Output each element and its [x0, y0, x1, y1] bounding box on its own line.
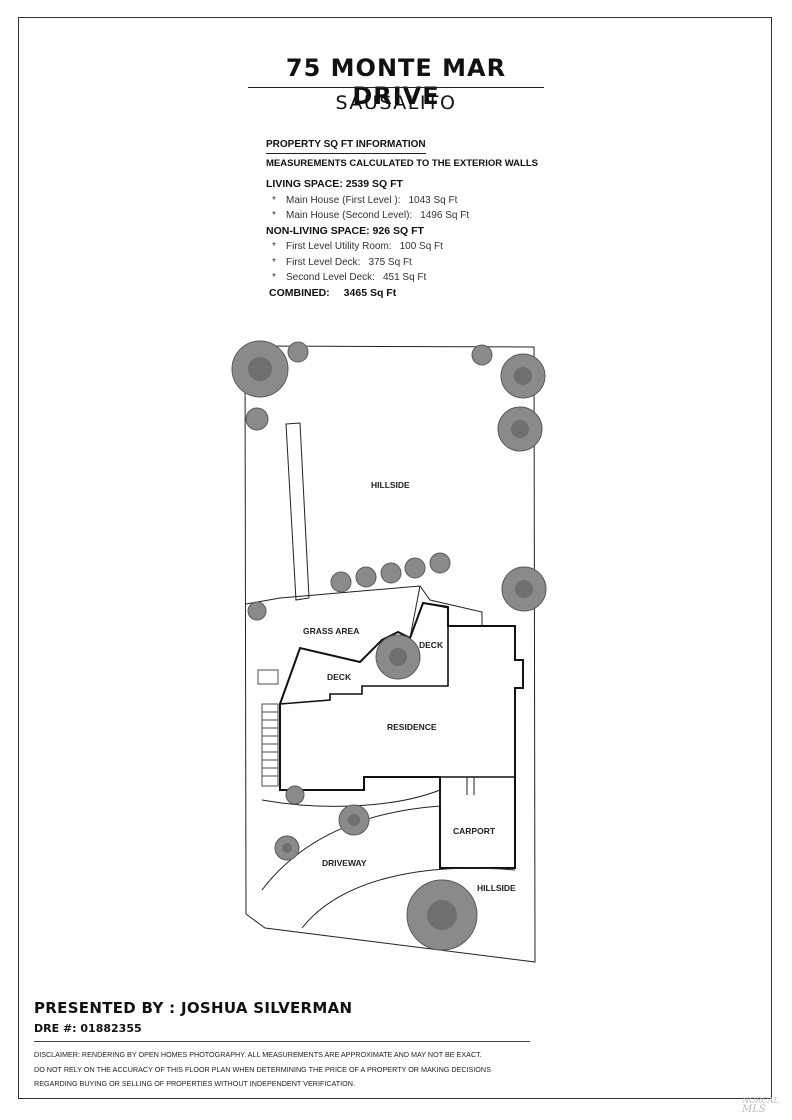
tree-icon [355, 566, 377, 588]
disclaimer-line: DISCLAIMER: RENDERING BY OPEN HOMES PHOT… [34, 1050, 482, 1059]
disclaimer-divider [34, 1041, 530, 1042]
tree-icon [380, 562, 402, 584]
driveway-label: DRIVEWAY [322, 858, 367, 868]
tree-icon [330, 571, 352, 593]
sqft-info-heading: PROPERTY SQ FT INFORMATION [266, 137, 426, 154]
residence-label: RESIDENCE [387, 722, 437, 732]
non-living-item: * Second Level Deck: 451 Sq Ft [266, 270, 538, 286]
hillside-top-label: HILLSIDE [371, 480, 410, 490]
bullet: * [272, 210, 276, 221]
combined-value: 3465 Sq Ft [343, 286, 397, 299]
bullet: * [272, 241, 276, 252]
measurement-note: MEASUREMENTS CALCULATED TO THE EXTERIOR … [266, 157, 538, 169]
disclaimer-line: REGARDING BUYING OR SELLING OF PROPERTIE… [34, 1079, 355, 1088]
city-subtitle: SAUSALITO [335, 92, 457, 114]
bullet: * [272, 256, 276, 268]
non-living-item: * First Level Deck: 375 Sq Ft [266, 255, 538, 271]
driveway-edge-lower [301, 867, 516, 929]
driveway-edge-upper [261, 789, 441, 891]
living-space-title: LIVING SPACE: 2539 SQ FT [266, 178, 403, 190]
deck-lower-label: DECK [327, 672, 352, 682]
norcal-mls-logo: NORCAL MLS [742, 1096, 779, 1115]
tree-icon [404, 557, 426, 579]
non-living-item-value: 451 Sq Ft [382, 272, 427, 283]
tree-icon [471, 344, 493, 366]
property-address-title: 75 MONTE MAR DRIVE [285, 54, 507, 110]
non-living-item-value: 100 Sq Ft [399, 241, 443, 252]
grass-area-boundary [245, 585, 483, 626]
disclaimer: DISCLAIMER: RENDERING BY OPEN HOMES PHOT… [34, 1048, 554, 1092]
tree-icon [247, 601, 267, 621]
non-living-item-label: First Level Utility Room: [286, 241, 392, 252]
deck-lower-step [279, 626, 449, 705]
tree-icon [285, 785, 305, 805]
non-living-space-title: NON-LIVING SPACE: 926 SQ FT [266, 224, 424, 237]
non-living-item-label: Second Level Deck: [286, 272, 375, 283]
trees [231, 340, 547, 951]
tree-icon [287, 341, 309, 363]
sqft-info-block: PROPERTY SQ FT INFORMATION MEASUREMENTS … [266, 137, 538, 301]
non-living-item-value: 375 Sq Ft [368, 256, 412, 268]
hillside-bottom-label: HILLSIDE [477, 883, 516, 893]
deck-upper-outline [409, 585, 449, 639]
living-item-label: Main House (First Level ): [286, 194, 401, 206]
dre-number: DRE #: 01882355 [34, 1022, 142, 1035]
page-border [18, 17, 772, 1099]
stairs [257, 669, 279, 787]
carport-outline [440, 776, 516, 869]
living-item-value: 1496 Sq Ft [420, 210, 470, 221]
non-living-item-label: First Level Deck: [286, 256, 361, 268]
combined-total: COMBINED: 3465 Sq Ft [266, 286, 538, 302]
disclaimer-line: DO NOT RELY ON THE ACCURACY OF THIS FLOO… [34, 1064, 491, 1074]
presented-by: PRESENTED BY : JOSHUA SILVERMAN [34, 999, 353, 1017]
walkway [285, 422, 310, 601]
living-item: * Main House (First Level ): 1043 Sq Ft [266, 193, 538, 209]
deck-upper-label: DECK [419, 640, 444, 650]
logo-text-top: NORCAL [742, 1096, 779, 1105]
title-underline [248, 87, 544, 88]
bullet: * [272, 272, 276, 283]
living-item: * Main House (Second Level): 1496 Sq Ft [266, 208, 538, 224]
living-item-value: 1043 Sq Ft [408, 194, 458, 206]
tree-icon [429, 552, 451, 574]
carport-label: CARPORT [453, 826, 496, 836]
bullet: * [272, 194, 276, 206]
tree-icon [245, 407, 269, 431]
living-item-label: Main House (Second Level): [286, 210, 413, 221]
logo-text-bottom: MLS [742, 1104, 766, 1115]
grass-area-label: GRASS AREA [303, 626, 359, 636]
combined-label: COMBINED: [269, 286, 330, 299]
non-living-item: * First Level Utility Room: 100 Sq Ft [266, 239, 538, 255]
